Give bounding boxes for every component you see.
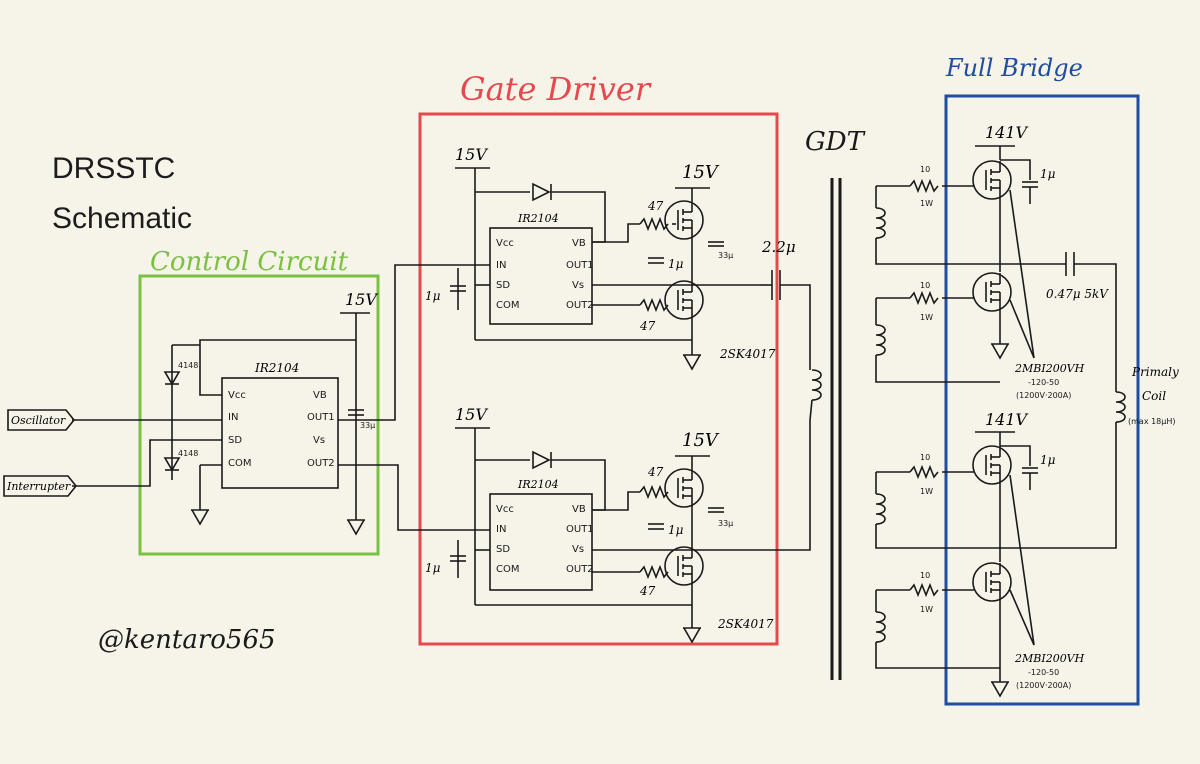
svg-text:SD: SD bbox=[496, 544, 510, 555]
svg-text:OUT2: OUT2 bbox=[307, 458, 335, 469]
svg-text:IR2104: IR2104 bbox=[517, 478, 559, 491]
oscillator-label: Oscillator bbox=[11, 414, 66, 427]
svg-text:1μ: 1μ bbox=[425, 289, 441, 303]
svg-text:Vcc: Vcc bbox=[228, 390, 246, 401]
svg-text:IN: IN bbox=[496, 260, 506, 271]
full-bridge-upper: 141V 10 1W 10 1W 1μ 2MBI200VH -120-50 (1… bbox=[875, 123, 1085, 400]
primary-coil: 0.47μ 5kV Primaly Coil (max 18μH) bbox=[1000, 252, 1179, 549]
svg-text:Coil: Coil bbox=[1142, 389, 1166, 403]
control-ic-name: IR2104 bbox=[254, 361, 299, 375]
svg-text:2SK4017: 2SK4017 bbox=[719, 347, 776, 361]
svg-text:Vcc: Vcc bbox=[496, 504, 514, 515]
svg-text:10: 10 bbox=[920, 281, 930, 290]
gate-driver-lower: 15V IR2104 Vcc IN SD COM VB OUT1 Vs OUT2… bbox=[425, 405, 811, 643]
svg-text:COM: COM bbox=[496, 300, 519, 311]
svg-text:0.47μ 5kV: 0.47μ 5kV bbox=[1046, 287, 1109, 301]
svg-text:OUT2: OUT2 bbox=[566, 300, 594, 311]
svg-text:OUT2: OUT2 bbox=[566, 564, 594, 575]
interrupter-label: Interrupter bbox=[6, 480, 71, 493]
gdt-primary: 2.2μ bbox=[760, 238, 822, 421]
svg-text:(max 18μH): (max 18μH) bbox=[1128, 417, 1176, 426]
gd-upper-ic bbox=[489, 227, 593, 325]
svg-text:COM: COM bbox=[496, 564, 519, 575]
svg-text:141V: 141V bbox=[985, 410, 1029, 429]
svg-text:2.2μ: 2.2μ bbox=[761, 238, 796, 256]
full-bridge-label: Full Bridge bbox=[945, 54, 1083, 82]
svg-text:SD: SD bbox=[496, 280, 510, 291]
svg-text:1μ: 1μ bbox=[1040, 167, 1056, 181]
svg-text:33μ: 33μ bbox=[360, 421, 375, 430]
gate-driver-box bbox=[418, 112, 779, 646]
svg-text:47: 47 bbox=[647, 199, 664, 213]
svg-text:15V: 15V bbox=[682, 162, 720, 183]
full-bridge-box bbox=[944, 94, 1140, 706]
svg-text:10: 10 bbox=[920, 165, 930, 174]
svg-text:1μ: 1μ bbox=[425, 561, 441, 575]
svg-text:4148: 4148 bbox=[178, 449, 198, 458]
svg-text:IR2104: IR2104 bbox=[517, 212, 559, 225]
svg-text:10: 10 bbox=[920, 453, 930, 462]
svg-text:-120-50: -120-50 bbox=[1028, 668, 1059, 677]
svg-text:15V: 15V bbox=[455, 405, 488, 424]
svg-text:1W: 1W bbox=[920, 605, 933, 614]
svg-text:VB: VB bbox=[572, 504, 586, 515]
svg-text:1W: 1W bbox=[920, 487, 933, 496]
interrupter-input bbox=[3, 475, 78, 497]
svg-text:141V: 141V bbox=[985, 123, 1029, 142]
control-circuit-label: Control Circuit bbox=[150, 247, 349, 277]
svg-text:1μ: 1μ bbox=[668, 523, 684, 537]
control-circuit: 15V IR2104 Vcc IN SD COM VB OUT1 Vs OUT2… bbox=[3, 264, 490, 535]
oscillator-input bbox=[7, 409, 76, 431]
svg-text:Vs: Vs bbox=[313, 435, 325, 446]
svg-text:IN: IN bbox=[496, 524, 506, 535]
svg-text:VB: VB bbox=[313, 390, 327, 401]
svg-text:SD: SD bbox=[228, 435, 242, 446]
gd-lower-ic bbox=[489, 493, 593, 591]
svg-text:Vs: Vs bbox=[572, 544, 584, 555]
svg-text:1μ: 1μ bbox=[668, 257, 684, 271]
gate-driver-upper: 15V IR2104 Vcc IN SD COM VB OUT1 Vs OUT2… bbox=[425, 145, 776, 370]
svg-text:VB: VB bbox=[572, 238, 586, 249]
signature: @kentaro565 bbox=[98, 625, 276, 655]
svg-text:2MBI200VH: 2MBI200VH bbox=[1014, 652, 1085, 665]
svg-text:(1200V·200A): (1200V·200A) bbox=[1016, 681, 1071, 690]
svg-text:10: 10 bbox=[920, 571, 930, 580]
control-circuit-box bbox=[138, 274, 380, 556]
gdt-label: GDT bbox=[805, 127, 866, 157]
svg-text:(1200V·200A): (1200V·200A) bbox=[1016, 391, 1071, 400]
title-line2: Schematic bbox=[52, 202, 192, 235]
svg-text:47: 47 bbox=[647, 465, 664, 479]
svg-text:OUT1: OUT1 bbox=[307, 412, 335, 423]
svg-text:4148: 4148 bbox=[178, 361, 198, 370]
gate-driver-label: Gate Driver bbox=[460, 70, 652, 108]
svg-text:33μ: 33μ bbox=[718, 251, 733, 260]
svg-text:IN: IN bbox=[228, 412, 238, 423]
svg-text:33μ: 33μ bbox=[718, 519, 733, 528]
svg-text:1μ: 1μ bbox=[1040, 453, 1056, 467]
svg-text:OUT1: OUT1 bbox=[566, 260, 594, 271]
svg-text:Vcc: Vcc bbox=[496, 238, 514, 249]
svg-text:47: 47 bbox=[639, 584, 656, 598]
svg-text:2SK4017: 2SK4017 bbox=[717, 617, 774, 631]
svg-text:2MBI200VH: 2MBI200VH bbox=[1014, 362, 1085, 375]
svg-text:COM: COM bbox=[228, 458, 251, 469]
svg-text:1W: 1W bbox=[920, 199, 933, 208]
svg-text:-120-50: -120-50 bbox=[1028, 378, 1059, 387]
title-line1: DRSSTC bbox=[52, 152, 175, 185]
svg-text:Vs: Vs bbox=[572, 280, 584, 291]
svg-text:15V: 15V bbox=[682, 430, 720, 451]
svg-text:Primaly: Primaly bbox=[1131, 365, 1179, 379]
svg-text:1W: 1W bbox=[920, 313, 933, 322]
control-ic bbox=[221, 377, 339, 489]
svg-text:15V: 15V bbox=[455, 145, 488, 164]
svg-text:47: 47 bbox=[639, 319, 656, 333]
svg-text:OUT1: OUT1 bbox=[566, 524, 594, 535]
full-bridge-lower: 141V 10 1W 10 1W 1μ 2MBI200VH -120-50 (1… bbox=[875, 410, 1085, 697]
control-supply-label: 15V bbox=[345, 290, 378, 309]
